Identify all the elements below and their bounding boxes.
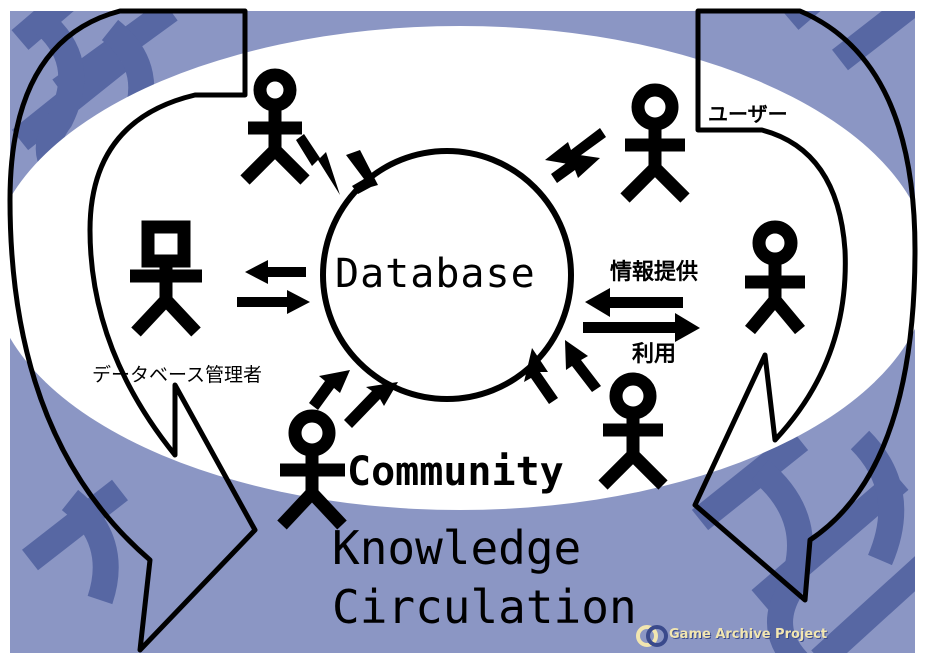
arrow-bottomleft-out <box>309 370 350 410</box>
person-icon-right <box>745 220 805 335</box>
use-label: 利用 <box>632 342 677 367</box>
person-icon-top-right <box>620 83 690 203</box>
arrow-bottomright-in <box>524 348 558 404</box>
arrow-user-to-db <box>585 288 683 317</box>
arrow-db-to-user <box>583 313 700 342</box>
admin-label: データベース管理者 <box>92 364 263 386</box>
person-icon-bottom-right <box>598 372 668 490</box>
arrow-bottomleft-in <box>344 382 398 428</box>
logo-mark-icon <box>636 625 668 647</box>
arrow-topleft-out <box>296 134 340 195</box>
arrow-bottomright-out <box>565 340 601 392</box>
provide-info-label: 情報提供 <box>610 260 699 285</box>
user-label: ユーザー <box>708 102 788 126</box>
community-label: Community <box>347 449 564 495</box>
admin-icon <box>130 220 202 337</box>
person-icon-bottom-left <box>277 409 347 530</box>
arrow-admin-to-db <box>237 290 310 314</box>
arrow-topright-in <box>545 128 606 166</box>
person-icon-top-left <box>240 68 310 185</box>
database-circle <box>320 148 574 402</box>
arrow-topleft-in <box>346 150 378 194</box>
circulation-label: Circulation <box>332 580 637 634</box>
arrow-topright-out <box>551 153 600 183</box>
knowledge-label: Knowledge <box>332 521 582 575</box>
database-label: Database <box>335 251 536 297</box>
arrow-db-to-admin <box>245 260 306 284</box>
right-curved-arrow <box>692 8 918 603</box>
arrows <box>237 128 700 428</box>
logo-text: Game Archive Project <box>669 627 828 642</box>
left-curved-arrow <box>7 8 258 653</box>
